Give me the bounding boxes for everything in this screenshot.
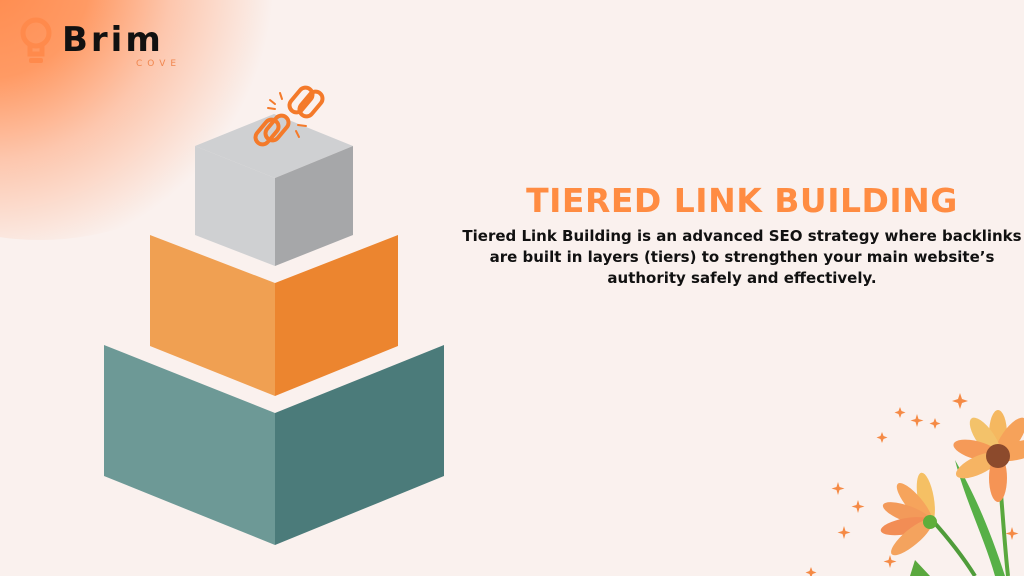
lightbulb-icon (20, 17, 52, 63)
flower-decoration (805, 393, 1024, 576)
broken-link-icon (253, 85, 325, 147)
tier-top-left-face (195, 146, 275, 266)
tier-middle-right-face (275, 235, 398, 396)
brand-name: Brim (62, 20, 164, 60)
brand-subtitle: COVE (136, 59, 182, 69)
tier-bottom-right-face (275, 345, 444, 545)
page-title: TIERED LINK BUILDING (526, 181, 958, 220)
tier-top-top-face (195, 114, 353, 178)
tier-bottom-left-face (104, 345, 275, 545)
page-description: Tiered Link Building is an advanced SEO … (462, 227, 1022, 287)
tier-middle-left-face (150, 235, 275, 396)
tier-top-right-face (275, 146, 353, 266)
brand-logo: Brim COVE (18, 14, 178, 74)
